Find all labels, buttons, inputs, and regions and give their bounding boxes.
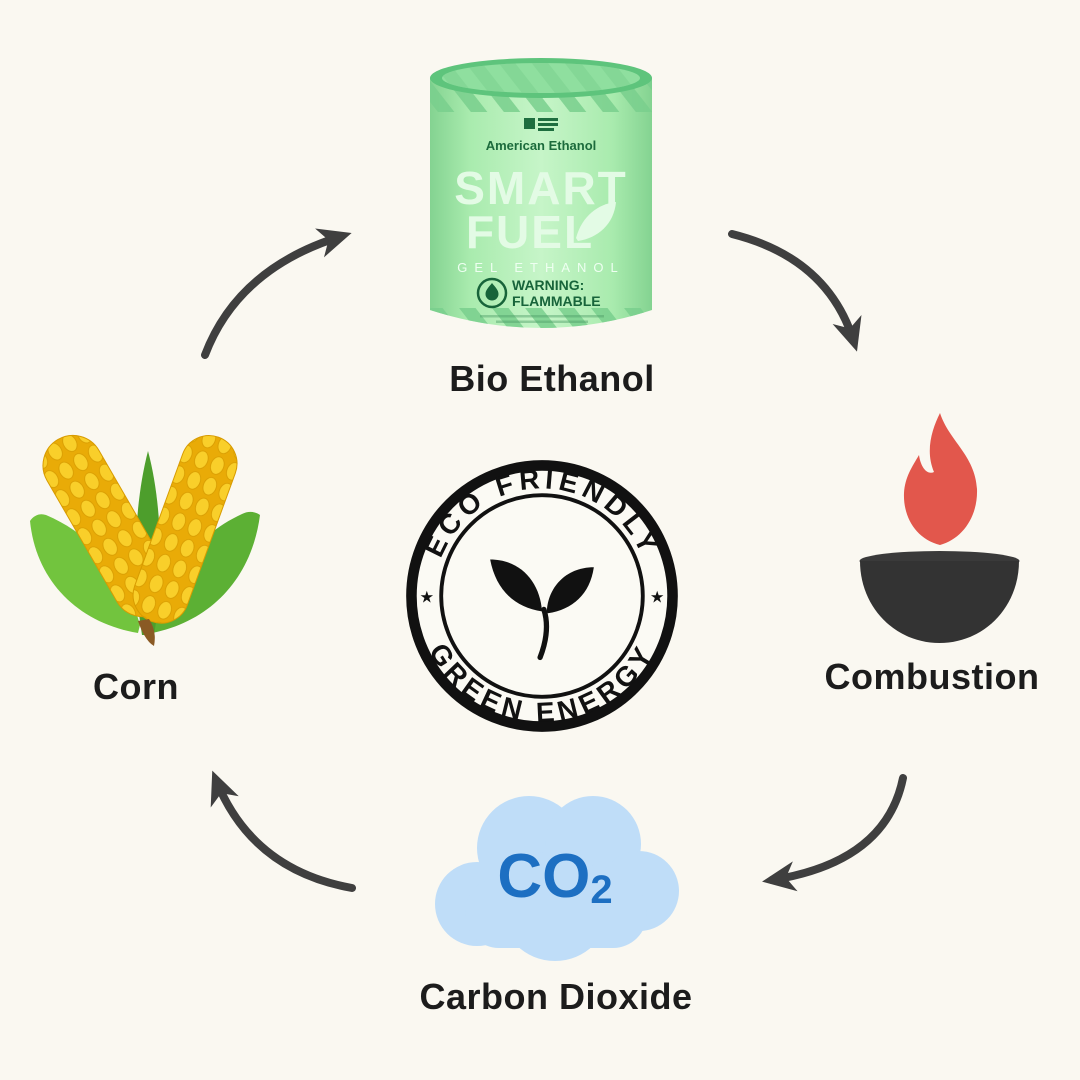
can-title-line2: FUEL: [466, 206, 594, 258]
husk-leaf-left: [30, 514, 140, 633]
label-corn: Corn: [93, 666, 179, 707]
label-carbon-dioxide: Carbon Dioxide: [419, 976, 693, 1017]
smart-fuel-can: American Ethanol SMART FUEL GEL ETHANOL …: [430, 58, 652, 328]
arrow-corn-to-bioethanol-icon: [201, 228, 352, 359]
co2-cloud: CO2: [425, 786, 685, 971]
corn-stem: [138, 619, 155, 646]
can-title-line1: SMART: [454, 162, 628, 214]
star-left-icon: ★: [419, 589, 434, 607]
flame-icon: [903, 413, 978, 545]
warning-flame-icon: [485, 283, 499, 301]
co2-subscript: 2: [590, 868, 613, 912]
label-bio-ethanol: Bio Ethanol: [449, 358, 655, 399]
warning-line1: WARNING:: [512, 277, 584, 293]
corn-cob-right: [132, 435, 238, 624]
co2-text: CO2: [425, 846, 685, 911]
can-lid-stripes: [442, 63, 640, 93]
star-right-icon: ★: [650, 589, 665, 607]
can-fine-print: [480, 315, 604, 323]
co2-cloud-icon: [435, 796, 679, 961]
can-body: [430, 78, 652, 328]
can-leaf-icon: [576, 202, 616, 241]
warning-line2: FLAMMABLE: [512, 293, 601, 309]
arrow-bioethanol-to-combustion-icon: [728, 230, 862, 352]
plant-sprout-icon: [490, 559, 594, 661]
arrow-co2-to-corn-icon: [210, 770, 356, 892]
badge-outer-ring: [406, 460, 678, 732]
can-subtitle: GEL ETHANOL: [457, 260, 625, 275]
combustion-icon: [859, 413, 1020, 643]
warning-flame-circle-icon: [476, 277, 508, 309]
bowl-icon: [860, 561, 1019, 643]
brand-logo-icon: [524, 118, 558, 131]
co2-main-text: CO: [497, 842, 591, 911]
corn-icon: [30, 434, 260, 646]
badge-inner-ring: [439, 493, 645, 699]
arrow-combustion-to-co2-icon: [762, 774, 907, 892]
brand-name: American Ethanol: [486, 138, 597, 153]
label-combustion: Combustion: [824, 656, 1040, 697]
can-warning-block: WARNING: FLAMMABLE: [476, 277, 601, 309]
eco-badge: ECO FRIENDLY GREEN ENERGY ★ ★: [406, 460, 678, 732]
